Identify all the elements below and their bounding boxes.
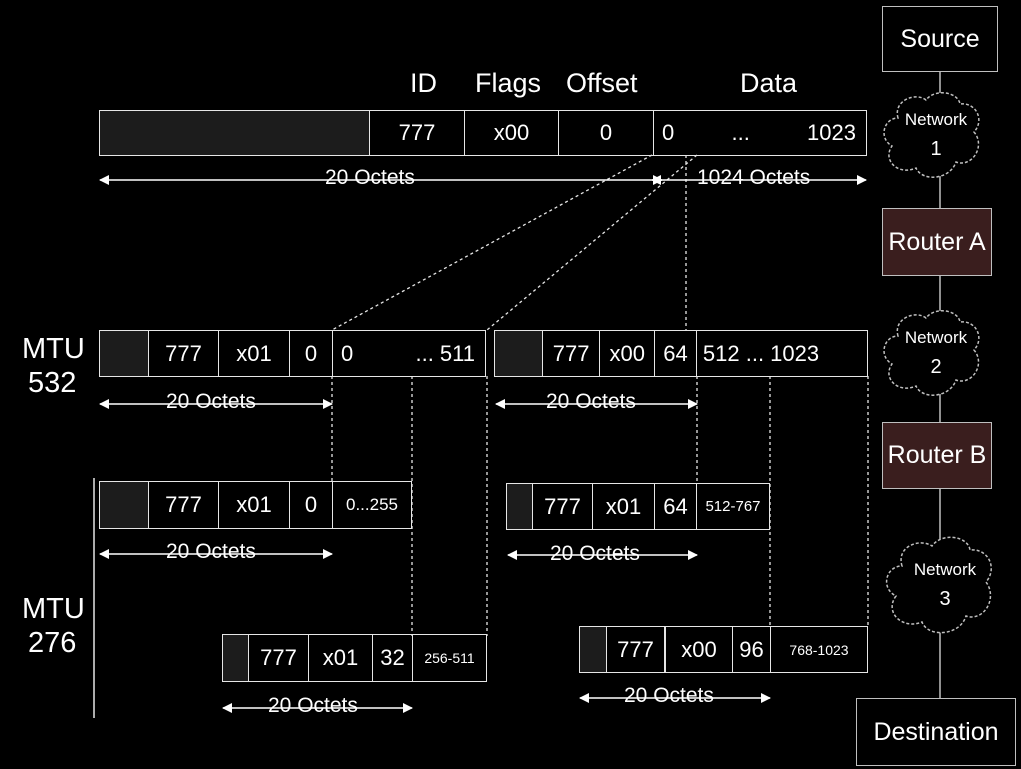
network3-number: 3 [939, 588, 951, 610]
header-block [507, 484, 533, 529]
mtu276-fragment-3: 777 x01 32 256-511 [222, 634, 487, 682]
header-block [100, 331, 149, 376]
header-block [100, 482, 149, 528]
network1-cloud [883, 92, 980, 178]
header-block [495, 331, 543, 376]
size-arrows [99, 175, 867, 713]
header-block [100, 111, 370, 155]
network2-number: 2 [930, 356, 942, 378]
mtu532-line2: 532 [28, 367, 77, 399]
network1-number: 1 [930, 138, 942, 160]
mtu276-fragment-3-size: 20 Octets [268, 694, 358, 717]
mtu532-fragment-2-size: 20 Octets [546, 390, 636, 413]
flags-cell: x01 [593, 484, 655, 529]
mtu276-fragment-4: 777 x00 96 768-1023 [579, 626, 868, 673]
data-cell: 512 ... 1023 [702, 340, 820, 366]
flags-cell: x01 [219, 482, 290, 528]
flags-cell: x00 [600, 331, 656, 376]
data-cell: 0...255 [346, 495, 398, 514]
data-start: 0 [341, 340, 354, 366]
router-b-node: Router B [882, 422, 992, 489]
network3-name: Network [913, 560, 977, 579]
mtu276-line1: MTU [22, 593, 85, 625]
id-cell: 777 [533, 484, 593, 529]
mtu276-fragment-2-size: 20 Octets [550, 542, 640, 565]
header-data-label: Data [740, 68, 798, 98]
network3-label: Network 3 [896, 561, 994, 609]
router-a-node: Router A [882, 208, 992, 276]
id-cell: 777 [370, 111, 465, 155]
original-packet: 777 x00 0 0 ... 1023 [99, 110, 867, 156]
cloud-shapes [883, 92, 992, 634]
header-flags-label: Flags [475, 68, 542, 98]
id-cell: 777 [607, 627, 665, 672]
data-cell: 0 ... 1023 [654, 111, 866, 155]
mtu276-fragment-1-size: 20 Octets [166, 540, 256, 563]
mtu532-fragment-1-size: 20 Octets [166, 390, 256, 413]
header-block [223, 635, 249, 681]
flags-cell: x01 [309, 635, 373, 681]
network3-cloud [885, 536, 992, 634]
flags-cell: x00 [465, 111, 559, 155]
data-start: 0 [662, 120, 675, 145]
offset-cell: 0 [290, 482, 333, 528]
data-mid: ... [731, 120, 750, 145]
id-cell: 777 [249, 635, 309, 681]
mtu276-fragment-2: 777 x01 64 512-767 [506, 483, 770, 530]
offset-cell: 0 [290, 331, 333, 376]
data-cell: 512-767 [705, 498, 761, 515]
mtu532-line1: MTU [22, 333, 85, 365]
header-id-label: ID [410, 68, 437, 98]
data-end: 1023 [807, 120, 856, 145]
mtu276-line2: 276 [28, 627, 77, 659]
header-block [580, 627, 607, 672]
offset-cell: 64 [655, 331, 697, 376]
network2-label: Network 2 [890, 329, 982, 377]
mtu276-fragment-1: 777 x01 0 0...255 [99, 481, 412, 529]
mtu532-fragment-2: 777 x00 64 512 ... 1023 [494, 330, 868, 377]
header-size-label: 20 Octets [325, 166, 415, 189]
offset-cell: 32 [373, 635, 413, 681]
data-cell: 768-1023 [789, 641, 849, 658]
mtu532-label: MTU 532 [22, 332, 85, 400]
offset-cell: 64 [655, 484, 697, 529]
data-end: ... 511 [415, 340, 475, 366]
offset-cell: 0 [559, 111, 654, 155]
data-cell: 0 ... 511 [333, 331, 485, 376]
flags-cell: x00 [665, 627, 733, 672]
id-cell: 777 [149, 482, 219, 528]
id-cell: 777 [149, 331, 219, 376]
destination-node: Destination [856, 698, 1016, 766]
network1-label: Network 1 [890, 111, 982, 159]
offset-cell: 96 [733, 627, 771, 672]
mtu276-label: MTU 276 [22, 592, 85, 660]
network2-cloud [883, 310, 980, 396]
id-cell: 777 [543, 331, 601, 376]
network2-name: Network [904, 328, 968, 347]
mtu532-fragment-1: 777 x01 0 0 ... 511 [99, 330, 486, 377]
network1-name: Network [904, 110, 968, 129]
data-size-label: 1024 Octets [697, 166, 811, 189]
data-cell: 256-511 [424, 650, 475, 666]
source-node: Source [882, 6, 998, 72]
mtu276-fragment-4-size: 20 Octets [624, 684, 714, 707]
header-offset-label: Offset [566, 68, 638, 98]
flags-cell: x01 [219, 331, 290, 376]
